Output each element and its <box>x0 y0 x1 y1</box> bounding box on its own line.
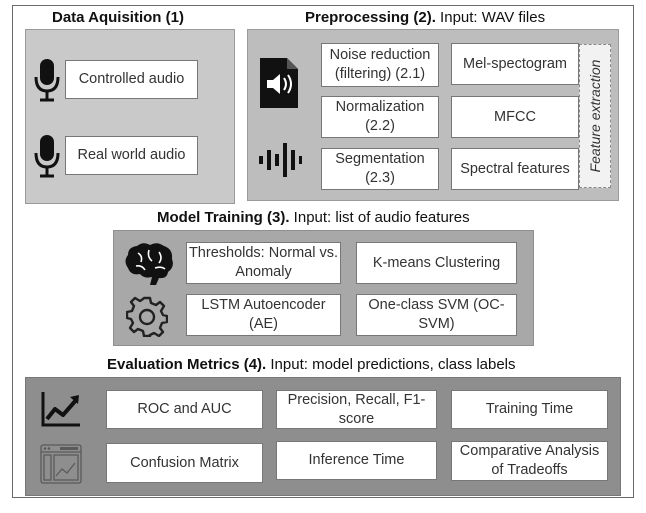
dashboard-icon <box>40 444 82 484</box>
thresholds-box: Thresholds: Normal vs. Anomaly <box>186 242 341 284</box>
controlled-audio-box: Controlled audio <box>65 60 198 99</box>
gear-icon <box>126 296 168 337</box>
microphone-icon <box>34 59 60 102</box>
spectral-features-box: Spectral features <box>451 148 579 190</box>
training-time-box: Training Time <box>451 390 608 429</box>
training-title: Model Training (3). Input: list of audio… <box>157 209 470 226</box>
kmeans-box: K-means Clustering <box>356 242 517 284</box>
confusion-matrix-box: Confusion Matrix <box>106 443 263 483</box>
preprocessing-title: Preprocessing (2). Input: WAV files <box>305 9 546 26</box>
comparative-analysis-box: Comparative Analysis of Tradeoffs <box>451 441 608 481</box>
microphone-icon <box>34 135 60 178</box>
inference-time-box: Inference Time <box>276 441 437 480</box>
waveform-icon <box>259 143 302 177</box>
mfcc-box: MFCC <box>451 96 579 138</box>
audio-file-icon <box>260 58 298 108</box>
acquisition-title: Data Aquisition (1) <box>52 9 184 26</box>
precision-recall-box: Precision, Recall, F1-score <box>276 390 437 429</box>
mel-spectogram-box: Mel-spectogram <box>451 43 579 85</box>
feature-extraction-label: Feature extraction <box>587 59 603 173</box>
real-world-audio-box: Real world audio <box>65 136 198 175</box>
ocsvm-box: One-class SVM (OC-SVM) <box>356 294 517 336</box>
roc-auc-box: ROC and AUC <box>106 390 263 429</box>
brain-icon <box>125 243 173 285</box>
noise-reduction-box: Noise reduction (filtering) (2.1) <box>321 43 439 87</box>
evaluation-title: Evaluation Metrics (4). Input: model pre… <box>107 356 516 373</box>
lstm-autoencoder-box: LSTM Autoencoder (AE) <box>186 294 341 336</box>
segmentation-box: Segmentation (2.3) <box>321 148 439 190</box>
line-chart-icon <box>41 392 80 427</box>
normalization-box: Normalization (2.2) <box>321 96 439 138</box>
feature-extraction-group <box>579 44 611 188</box>
